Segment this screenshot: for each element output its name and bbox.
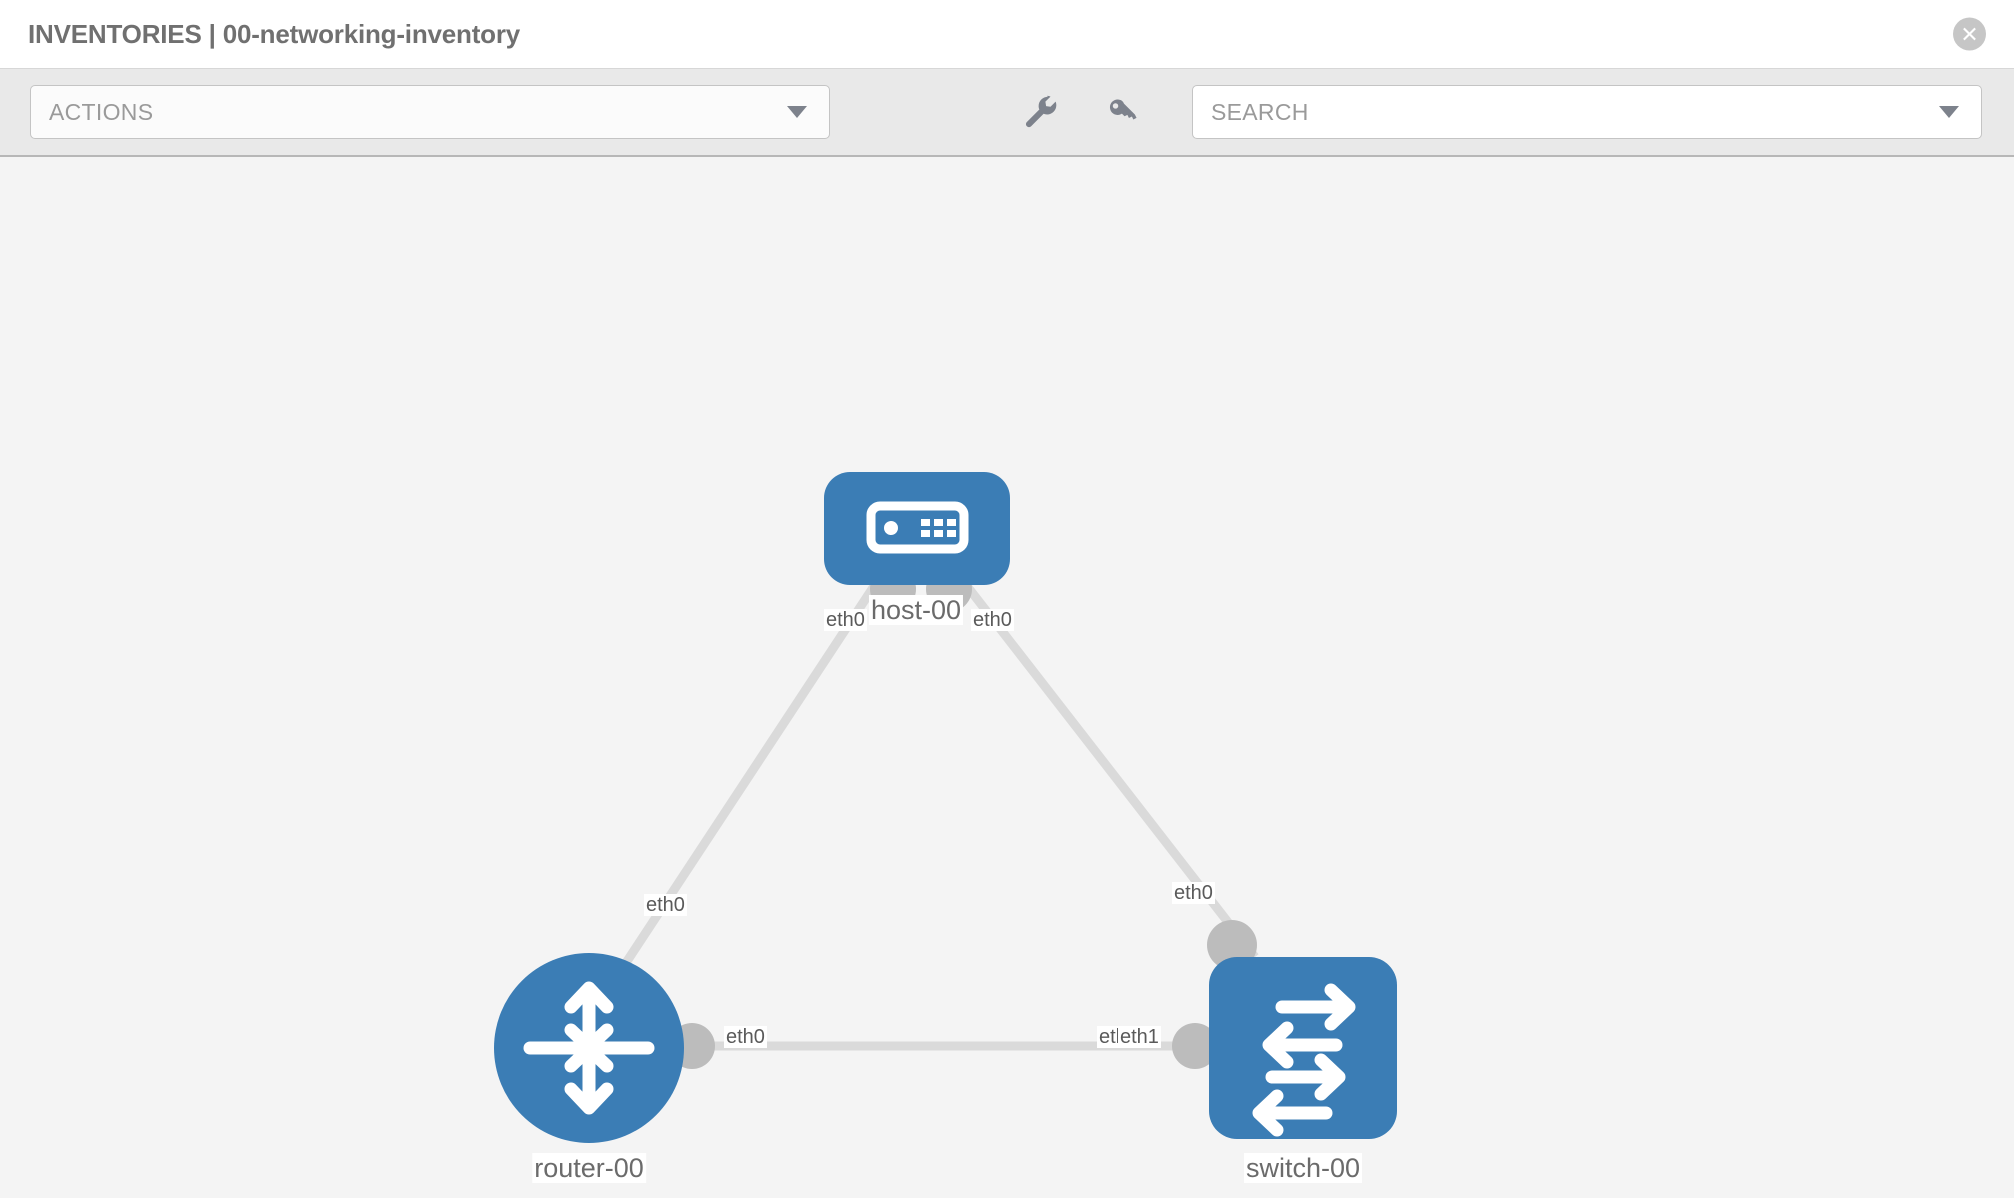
page-title: INVENTORIES | 00-networking-inventory [28, 18, 521, 49]
iface-label-host-right: eth0 [971, 609, 1014, 632]
close-icon [1960, 25, 1979, 44]
iface-label-host-left: eth0 [824, 609, 867, 632]
link-router-host[interactable] [606, 574, 884, 990]
actions-dropdown-label: ACTIONS [49, 98, 154, 125]
connector-switch-left[interactable] [1172, 1023, 1218, 1069]
node-label-router-00: router-00 [532, 1153, 646, 1184]
page-header: INVENTORIES | 00-networking-inventory [0, 0, 2014, 69]
node-host-00[interactable] [824, 472, 1010, 585]
chevron-down-icon [787, 106, 807, 118]
search-placeholder: SEARCH [1211, 98, 1309, 125]
connector-group [608, 566, 1257, 1069]
link-group [606, 574, 1259, 1051]
node-router-00[interactable] [494, 953, 684, 1143]
iface-label-switch-uplink: eth0 [1172, 882, 1215, 905]
iface-label-switch-eth1: eth1 [1118, 1026, 1161, 1049]
search-input[interactable]: SEARCH [1192, 85, 1982, 139]
node-label-host-00: host-00 [868, 595, 964, 626]
topology-graph [494, 472, 1397, 1143]
router-arrows-icon [523, 981, 655, 1115]
close-button[interactable] [1953, 17, 1986, 51]
node-switch-00[interactable] [1209, 957, 1397, 1139]
server-icon [866, 501, 969, 554]
toolbar-icon-group [1020, 91, 1144, 133]
iface-label-router-uplink: eth0 [644, 894, 687, 917]
chevron-down-icon[interactable] [1939, 106, 1959, 118]
toolbar: ACTIONS SEARCH [0, 69, 2014, 157]
key-icon[interactable] [1102, 91, 1144, 133]
switch-arrows-icon [1252, 983, 1356, 1137]
node-label-switch-00: switch-00 [1243, 1153, 1363, 1184]
topology-canvas[interactable]: host-00 router-00 switch-00 eth0 eth0 et… [0, 157, 2014, 1198]
wrench-icon[interactable] [1020, 91, 1062, 133]
actions-dropdown[interactable]: ACTIONS [30, 85, 830, 139]
iface-label-router-eth0: eth0 [724, 1026, 767, 1049]
